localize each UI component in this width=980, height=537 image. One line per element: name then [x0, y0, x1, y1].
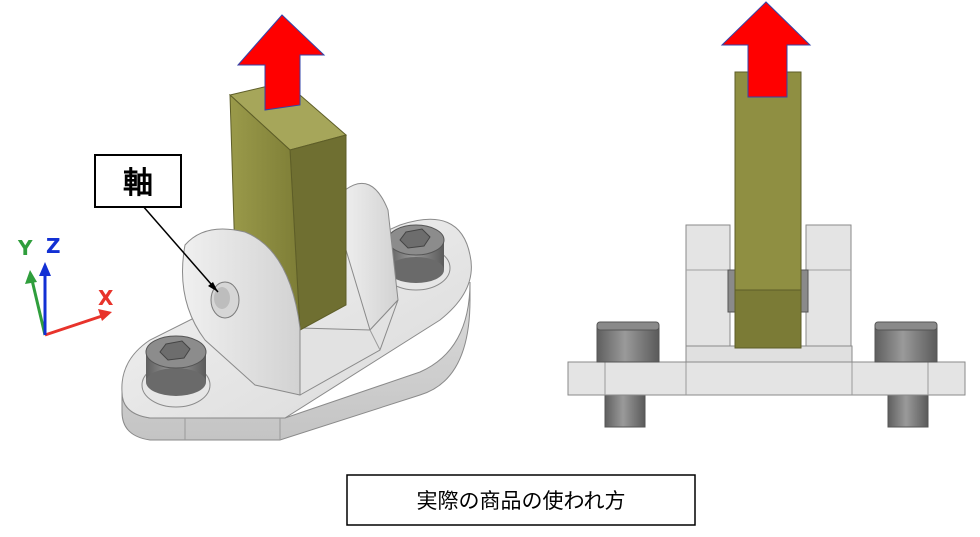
axis-x-label: X [98, 286, 114, 310]
axis-z-label: Z [46, 234, 61, 258]
isometric-view: 軸 [94, 14, 472, 441]
bracket-ear-front [182, 228, 301, 396]
callout-box [94, 154, 182, 208]
bolt-shank-left [604, 394, 646, 428]
front-view [567, 1, 966, 428]
front-ear-right [805, 224, 852, 347]
axis-z-arrowhead [39, 262, 51, 276]
pull-arrow-left [236, 14, 326, 111]
pull-arrow-right [720, 1, 812, 98]
axis-x-arrowhead [98, 309, 112, 321]
front-base-plate [567, 361, 966, 396]
front-bolt-left [596, 321, 660, 363]
axis-y-arrowhead [25, 270, 37, 284]
bolt-front-left [141, 335, 211, 408]
caption-box [346, 474, 696, 526]
axis-y-label: Y [17, 236, 33, 260]
bolt-back-right [381, 224, 451, 291]
front-ear-left [685, 224, 731, 347]
caption-text: 実際の商品の使われ方 [417, 489, 626, 513]
axis-x-line [44, 313, 106, 337]
axis-indicator: Y Z X [17, 234, 114, 337]
front-bolt-right [874, 321, 938, 363]
callout-leader [141, 204, 219, 293]
axis-y-line [30, 279, 47, 336]
bolt-shank-right [887, 394, 929, 428]
callout-label: 軸 [123, 166, 153, 201]
